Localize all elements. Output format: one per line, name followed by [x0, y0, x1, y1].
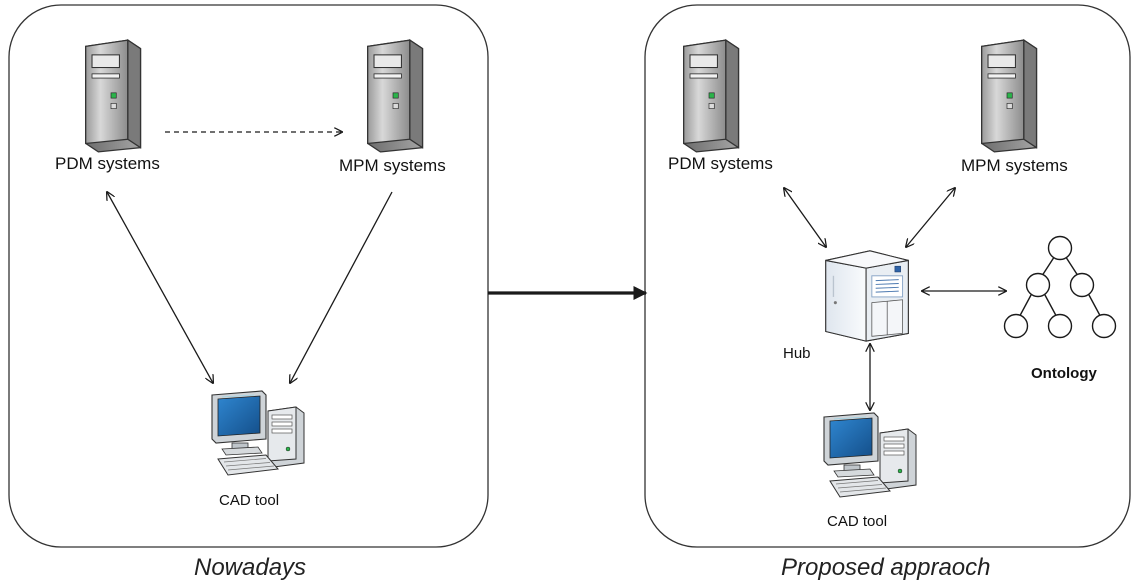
ontology-node [1003, 313, 1029, 339]
right-panel-caption: Proposed appraoch [781, 554, 991, 581]
ontology-node [1047, 313, 1073, 339]
hub-label: Hub [783, 345, 811, 362]
ontology-node [1047, 235, 1073, 261]
left-pdm-label: PDM systems [55, 154, 160, 173]
right-mpm-server-icon [981, 39, 1038, 153]
hub-server-icon [825, 250, 910, 342]
right-mpm-label: MPM systems [961, 156, 1068, 175]
right-mpm-hub-arrow [906, 188, 955, 247]
left-cad-label: CAD tool [219, 492, 280, 509]
ontology-label: Ontology [1031, 365, 1097, 382]
ontology-node [1091, 313, 1117, 339]
right-pdm-server-icon [683, 39, 740, 153]
ontology-node [1069, 272, 1095, 298]
right-pdm-hub-arrow [784, 188, 826, 247]
left-panel-caption: Nowadays [194, 554, 307, 581]
right-pdm-label: PDM systems [668, 154, 773, 173]
ontology-tree-icon [1003, 235, 1117, 339]
left-mpm-server-icon [367, 39, 424, 153]
left-pdm-server-icon [85, 39, 142, 153]
right-cad-label: CAD tool [827, 513, 888, 530]
left-mpm-label: MPM systems [339, 156, 446, 175]
left-pdm-cad-arrow [107, 192, 213, 383]
ontology-node [1025, 272, 1051, 298]
left-mpm-cad-arrow [290, 191, 393, 383]
